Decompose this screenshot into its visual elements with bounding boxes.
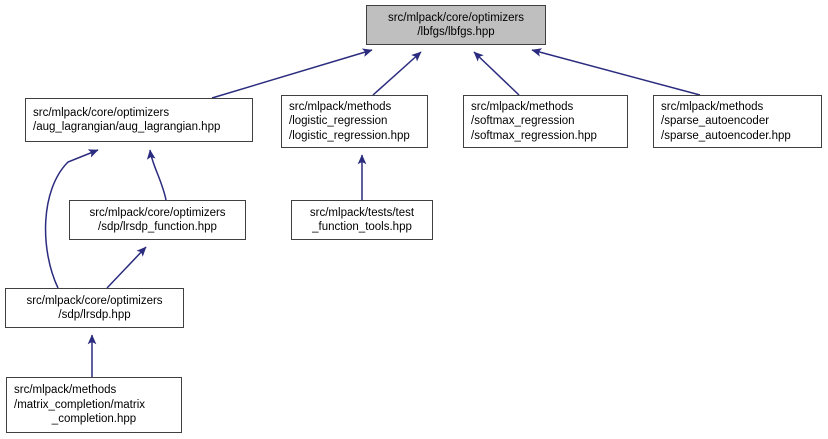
node-sparse-autoencoder[interactable]: src/mlpack/methods /sparse_autoencoder /… — [653, 95, 822, 148]
node-lrsdp-function-line-1: src/mlpack/core/optimizers — [89, 206, 226, 219]
node-aug-lagrangian-line-2: /aug_lagrangian/aug_lagrangian.hpp — [33, 121, 221, 133]
node-logistic-regression-line-2: /logistic_regression — [289, 115, 388, 128]
node-matrix-completion[interactable]: src/mlpack/methods /matrix_completion/ma… — [6, 377, 182, 433]
node-matrix-completion-line-3: _completion.hpp — [51, 413, 137, 426]
edge-softmax-regression-to-lbfgs — [473, 51, 520, 96]
node-sparse-autoencoder-line-3: /sparse_autoencoder.hpp — [661, 129, 791, 142]
node-matrix-completion-line-1: src/mlpack/methods — [14, 384, 117, 397]
node-lbfgs-line-2: /lbfgs/lbfgs.hpp — [417, 26, 495, 38]
node-lrsdp-line-1: src/mlpack/core/optimizers — [26, 294, 163, 307]
node-test-function-tools[interactable]: src/mlpack/tests/test _function_tools.hp… — [291, 200, 433, 240]
edge-lrsdp-to-lrsdp-function — [106, 246, 147, 289]
node-logistic-regression-line-1: src/mlpack/methods — [289, 100, 392, 113]
node-aug-lagrangian[interactable]: src/mlpack/core/optimizers /aug_lagrangi… — [25, 98, 253, 142]
node-test-function-tools-line-1: src/mlpack/tests/test — [309, 206, 415, 219]
node-lbfgs[interactable]: src/mlpack/core/optimizers /lbfgs/lbfgs.… — [366, 5, 546, 45]
node-logistic-regression[interactable]: src/mlpack/methods /logistic_regression … — [281, 95, 428, 148]
node-sparse-autoencoder-line-2: /sparse_autoencoder — [661, 115, 770, 128]
node-aug-lagrangian-line-1: src/mlpack/core/optimizers — [33, 106, 170, 119]
edge-aug-lagrangian-to-lbfgs — [211, 48, 373, 99]
node-sparse-autoencoder-line-1: src/mlpack/methods — [661, 100, 764, 113]
node-lrsdp-function[interactable]: src/mlpack/core/optimizers /sdp/lrsdp_fu… — [69, 200, 246, 240]
node-softmax-regression-line-2: /softmax_regression — [471, 115, 575, 128]
node-lrsdp-function-line-2: /sdp/lrsdp_function.hpp — [98, 221, 217, 233]
node-lrsdp[interactable]: src/mlpack/core/optimizers /sdp/lrsdp.hp… — [5, 288, 184, 328]
node-lbfgs-line-1: src/mlpack/core/optimizers — [387, 11, 525, 24]
edge-lrsdp-function-to-aug-lagrangian — [146, 149, 167, 201]
edge-logistic-regression-to-lbfgs — [372, 51, 422, 96]
node-lrsdp-line-2: /sdp/lrsdp.hpp — [58, 309, 131, 321]
node-softmax-regression-line-3: /softmax_regression.hpp — [471, 129, 597, 142]
node-softmax-regression[interactable]: src/mlpack/methods /softmax_regression /… — [463, 95, 628, 148]
node-logistic-regression-line-3: /logistic_regression.hpp — [289, 129, 410, 142]
edge-sparse-autoencoder-to-lbfgs — [531, 48, 701, 96]
node-test-function-tools-line-2: _function_tools.hpp — [312, 221, 412, 233]
node-matrix-completion-line-2: /matrix_completion/matrix — [14, 398, 146, 411]
node-softmax-regression-line-1: src/mlpack/methods — [471, 100, 574, 113]
